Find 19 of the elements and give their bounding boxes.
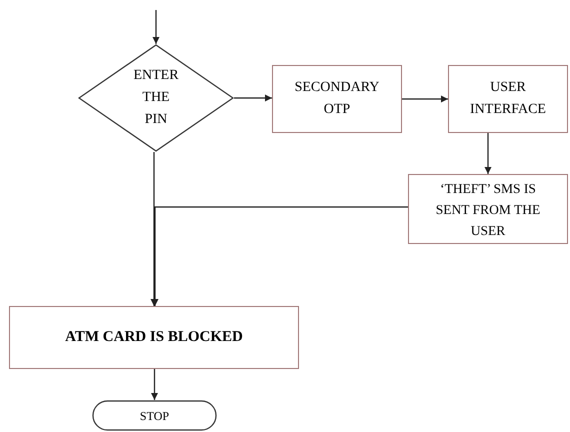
process-box	[448, 65, 568, 133]
arrow	[152, 206, 408, 306]
node-label: ENTER THE PIN	[132, 67, 180, 129]
node-label: STOP	[140, 408, 170, 424]
process-box	[408, 174, 568, 244]
node-label: SECONDARY OTP	[294, 79, 380, 119]
arrow	[151, 369, 158, 400]
arrow	[234, 94, 272, 102]
process-box	[272, 65, 402, 133]
arrow	[402, 96, 448, 102]
decision-diamond	[78, 44, 234, 152]
terminal-shape	[92, 400, 217, 431]
node-label: ‘THEFT’ SMS IS SENT FROM THE USER	[434, 180, 542, 240]
process-box	[9, 306, 299, 369]
node-label: USER INTERFACE	[469, 79, 547, 119]
arrow	[484, 133, 492, 174]
arrow	[150, 152, 158, 306]
arrow	[152, 10, 160, 44]
node-label: ATM CARD IS BLOCKED	[65, 328, 243, 348]
